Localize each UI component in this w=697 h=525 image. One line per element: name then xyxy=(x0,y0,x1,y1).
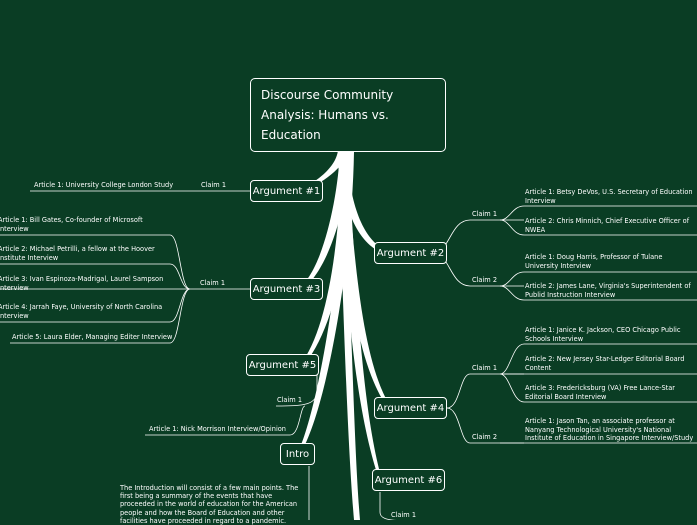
argument-2-claim-1[interactable]: Claim 1 xyxy=(472,210,498,218)
argument-4-claim-1-article-2[interactable]: Article 2: New Jersey Star-Ledger Editor… xyxy=(525,355,685,372)
branch-argument-1 xyxy=(300,150,348,192)
argument-4-claim-2[interactable]: Claim 2 xyxy=(472,433,498,441)
argument-2-node[interactable]: Argument #2 xyxy=(374,242,447,264)
argument-4-claim-1-article-1[interactable]: Article 1: Janice K. Jackson, CEO Chicag… xyxy=(525,326,681,343)
intro-node[interactable]: Intro xyxy=(280,443,315,465)
argument-6-claim-1[interactable]: Claim 1 xyxy=(391,511,417,519)
argument-4-node[interactable]: Argument #4 xyxy=(374,397,447,419)
argument-2-claim-1-article-1[interactable]: Article 1: Betsy DeVos, U.S. Secretary o… xyxy=(525,188,693,205)
argument-1-claim-1[interactable]: Claim 1 xyxy=(201,181,227,189)
argument-3-article-4[interactable]: Article 4: Jarrah Faye, University of No… xyxy=(0,303,163,320)
argument-1-node[interactable]: Argument #1 xyxy=(250,180,323,202)
argument-2-claim-2[interactable]: Claim 2 xyxy=(472,276,498,284)
argument-5-claim-1[interactable]: Claim 1 xyxy=(277,396,303,404)
argument-2-claim-1-article-2[interactable]: Article 2: Chris Minnich, Chief Executiv… xyxy=(525,217,690,234)
argument-3-article-1[interactable]: Article 1: Bill Gates, Co-founder of Mic… xyxy=(0,216,143,233)
leaf-lines xyxy=(0,190,697,520)
argument-4-claim-1-article-3[interactable]: Article 3: Fredericksburg (VA) Free Lanc… xyxy=(525,384,676,401)
argument-2-claim-2-article-2[interactable]: Article 2: James Lane, Virginia's Superi… xyxy=(525,282,691,299)
argument-6-label: Argument #6 xyxy=(374,474,443,486)
argument-5-article-1[interactable]: Article 1: Nick Morrison Interview/Opini… xyxy=(149,425,286,433)
central-topic-title: Discourse Community Analysis: Humans vs.… xyxy=(261,88,394,142)
intro-paragraph[interactable]: The Introduction will consist of a few m… xyxy=(120,484,299,525)
argument-2-label: Argument #2 xyxy=(376,247,445,259)
argument-1-article-1[interactable]: Article 1: University College London Stu… xyxy=(34,181,174,189)
argument-5-label: Argument #5 xyxy=(248,359,317,371)
argument-2-claim-2-article-1[interactable]: Article 1: Doug Harris, Professor of Tul… xyxy=(525,253,663,270)
branch-bottom xyxy=(338,150,360,520)
argument-4-claim-2-article-1[interactable]: Article 1: Jason Tan, an associate profe… xyxy=(525,417,694,442)
argument-3-article-3[interactable]: Article 3: Ivan Espinoza-Madrigal, Laure… xyxy=(0,275,164,292)
argument-5-node[interactable]: Argument #5 xyxy=(246,354,319,376)
argument-3-label: Argument #3 xyxy=(252,283,321,295)
argument-3-article-5[interactable]: Article 5: Laura Elder, Managing Editer … xyxy=(12,333,173,341)
argument-1-label: Argument #1 xyxy=(252,185,321,197)
argument-3-article-2[interactable]: Article 2: Michael Petrilli, a fellow at… xyxy=(0,245,155,262)
argument-3-node[interactable]: Argument #3 xyxy=(250,278,323,300)
argument-6-node[interactable]: Argument #6 xyxy=(372,469,445,491)
argument-4-label: Argument #4 xyxy=(376,402,445,414)
argument-4-claim-1[interactable]: Claim 1 xyxy=(472,364,498,372)
central-topic[interactable]: Discourse Community Analysis: Humans vs.… xyxy=(250,78,446,152)
intro-label: Intro xyxy=(285,448,310,460)
branch-argument-3 xyxy=(300,150,350,289)
argument-3-claim-1[interactable]: Claim 1 xyxy=(200,279,226,287)
trunk-branches xyxy=(298,150,390,520)
branch-argument-6 xyxy=(340,150,382,482)
